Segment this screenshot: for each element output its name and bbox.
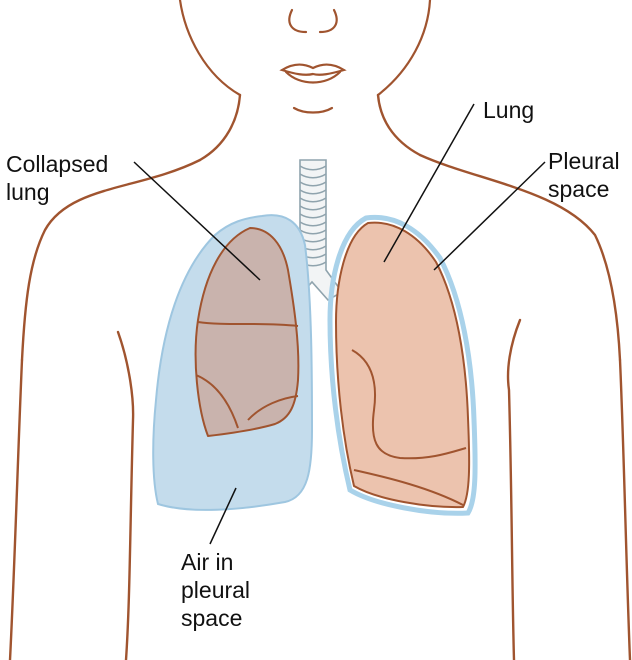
lung — [336, 223, 469, 507]
head-left-contour — [180, 0, 240, 95]
arm-right — [620, 360, 630, 660]
chin — [294, 108, 332, 113]
air-in-pleural-space-label: Air in pleural space — [181, 548, 250, 632]
neck-right — [378, 95, 420, 155]
pleural-space-label: Pleural space — [548, 147, 620, 203]
collapsed-lung-label: Collapsed lung — [6, 150, 108, 206]
leader-lung — [384, 104, 474, 262]
armpit-left — [118, 332, 133, 660]
lung-label: Lung — [483, 96, 534, 124]
nose — [289, 10, 336, 32]
upper-lip — [282, 65, 344, 75]
armpit-right — [508, 320, 520, 660]
neck-left — [200, 95, 240, 160]
arm-left — [10, 360, 22, 660]
face — [180, 0, 430, 113]
head-right-contour — [378, 0, 430, 95]
